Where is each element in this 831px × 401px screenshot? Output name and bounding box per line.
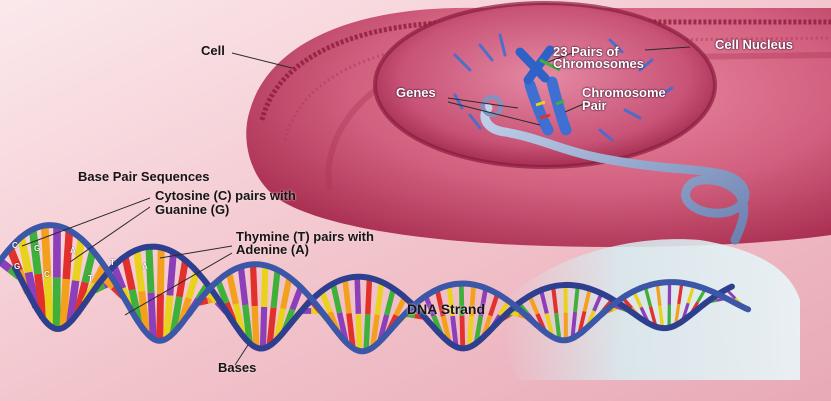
cytosine-label-line1: Cytosine (C) pairs with [155,189,296,203]
base-letter: T [110,258,115,267]
base-half [357,277,358,314]
base-half [137,250,142,292]
base-letter: G [34,244,40,253]
base-half [575,286,578,312]
base-half [263,307,264,349]
base-pair-sequences-label: Base Pair Sequences [78,170,210,184]
cytosine-label-line2: Guanine (G) [155,203,229,217]
genes-label: Genes [396,86,436,100]
thymine-label-line2: Adenine (A) [236,243,309,257]
base-half [358,314,359,351]
base-half [166,296,170,339]
base-half [241,267,245,305]
base-letter: A [142,262,148,271]
dna-strand-label: DNA Strand [407,302,485,316]
base-half [160,248,161,295]
cell-label: Cell [201,44,225,58]
base-letter: C [44,270,50,279]
base-half [45,226,48,276]
base-half [66,230,69,279]
base-half [264,265,265,307]
base-half [274,270,278,308]
base-half [469,316,471,347]
base-letter: A [70,246,76,255]
bases-label: Bases [218,361,256,375]
base-half [366,314,368,350]
chromosome-pair-label: Chromosome Pair [582,86,682,112]
base-half [345,279,349,314]
base-half [462,316,463,348]
base-half [149,247,151,293]
base-half [47,276,50,326]
base-letter: C [12,241,18,250]
base-half [368,278,370,314]
base-letter: T [88,274,93,283]
base-half [63,279,66,328]
base-half [160,294,161,341]
base-half [253,264,255,306]
base-letter: G [14,262,20,271]
nucleus-label: Cell Nucleus [715,38,793,52]
base-half [255,306,257,348]
chromosomes-label: 23 Pairs of Chromosomes [553,46,663,70]
